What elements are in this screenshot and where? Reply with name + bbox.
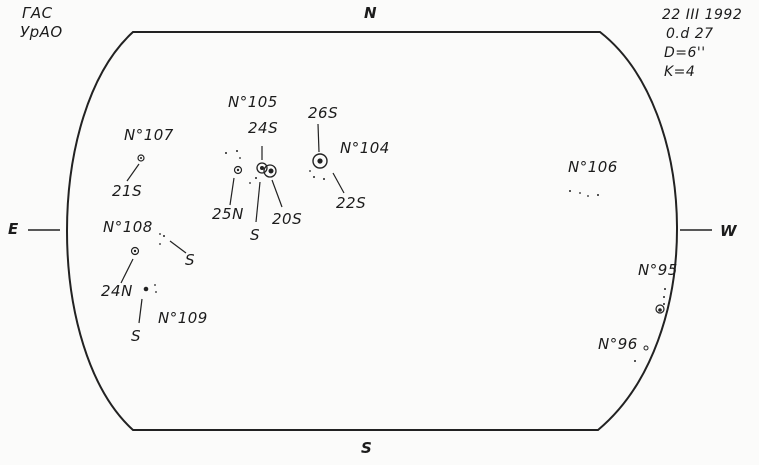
observatory-name-line2: УрАО [20,23,63,41]
spot-group-106 [569,190,599,197]
group-label-107: N°107 [124,126,174,144]
group-label-95: N°95 [638,261,678,279]
spot-label-22s: 22S [336,194,367,212]
group-label-108: N°108 [103,218,153,236]
spot-group-107 [126,154,145,182]
spot-group-105 [225,146,283,223]
direction-north: N [364,4,378,22]
spot-group-104 [309,123,345,194]
spot-label-26s: 26S [308,104,339,122]
direction-east: E [8,220,19,238]
observatory-name-line1: ГАС [22,4,53,22]
spot-label-20s: 20S [272,210,303,228]
solar-disk-outline [66,31,678,431]
group-label-96: N°96 [598,335,638,353]
spot-group-109 [138,284,157,324]
spot-label-108-s: S [185,251,196,269]
spot-label-21s: 21S [112,182,143,200]
spot-label-24n: 24N [101,282,133,300]
spot-label-25n: 25N [212,205,244,223]
spot-group-96 [634,345,649,362]
group-label-109: N°109 [158,309,208,327]
group-label-105: N°105 [228,93,278,111]
group-label-104: N°104 [340,139,390,157]
spot-group-108 [120,233,187,284]
spot-group-95 [655,288,666,314]
seeing-quality: K=4 [664,64,696,80]
image-diameter: D=6'' [664,45,706,61]
group-label-106: N°106 [568,158,618,176]
direction-south: S [361,439,373,457]
spot-label-109-s: S [131,327,142,345]
direction-west: W [720,222,738,240]
spot-label-105-s: S [250,226,261,244]
observation-date: 22 III 1992 [662,7,743,23]
observation-time: 0.d 27 [666,26,714,42]
spot-label-24s: 24S [248,119,279,137]
